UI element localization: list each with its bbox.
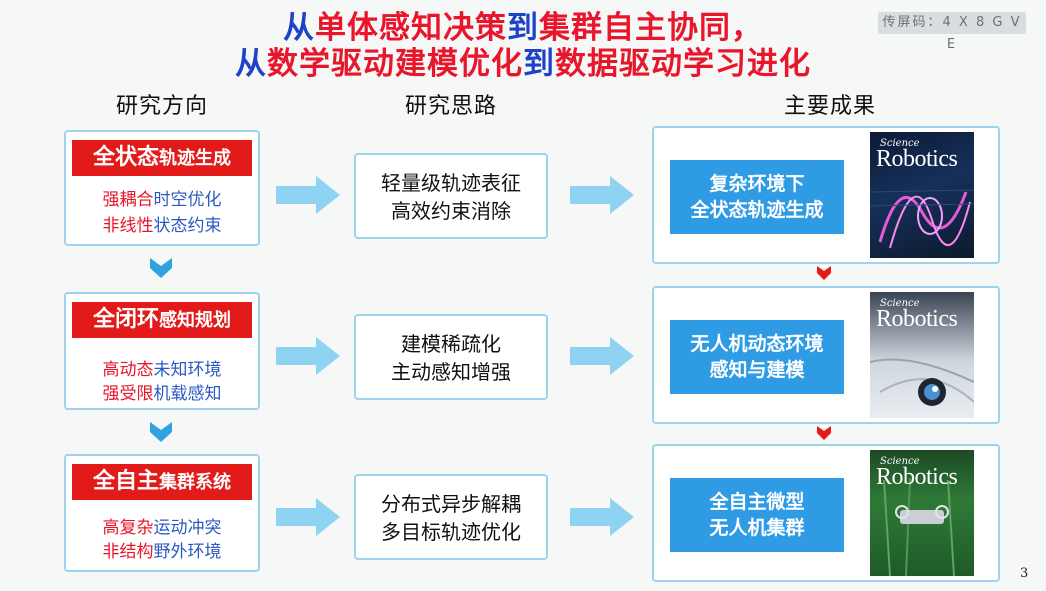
header-weak: 集群系统 [159, 472, 231, 493]
title-segment: 从 [235, 46, 267, 82]
approach-line: 多目标轨迹优化 [381, 520, 521, 544]
chevron-down-icon [817, 266, 831, 280]
cover-journal-small: Science [880, 138, 920, 149]
title-segment: 从 [283, 10, 315, 46]
chevron-down-icon [150, 258, 172, 278]
title-segment: 数学驱动建模优化 [267, 46, 523, 82]
cover-journal-small: Science [880, 456, 920, 467]
keyword: 高复杂 [102, 518, 154, 538]
arrow-right-icon [276, 176, 340, 214]
header-weak: 轨迹生成 [159, 148, 231, 169]
cover-journal-title: Robotics [876, 306, 958, 332]
topic: 状态约束 [153, 216, 222, 236]
direction-box-autonomous: 全自主集群系统 高复杂运动冲突 非结构野外环境 [64, 454, 260, 572]
column-header-approach: 研究思路 [404, 94, 497, 119]
arrow-right-icon [276, 337, 340, 375]
approach-line: 分布式异步解耦 [381, 492, 521, 516]
topic: 时空优化 [153, 190, 222, 210]
page-number: 3 [1020, 566, 1029, 581]
arrow-right-icon [570, 498, 634, 536]
result-line: 全自主微型 [709, 491, 805, 513]
result-box-1: 复杂环境下 全状态轨迹生成 Science Robotics [652, 126, 1000, 264]
result-label: 无人机动态环境 感知与建模 [670, 320, 844, 394]
arrow-right-icon [570, 176, 634, 214]
result-line: 感知与建模 [709, 359, 805, 381]
science-robotics-cover-image: Science Robotics [870, 132, 974, 258]
result-box-3: 全自主微型 无人机集群 Science Robotics [652, 444, 1000, 582]
keyword: 高动态 [102, 360, 154, 380]
chevron-down-icon [150, 422, 172, 442]
arrow-right-icon [570, 337, 634, 375]
direction-header: 全闭环感知规划 [72, 302, 252, 338]
topic: 运动冲突 [153, 518, 222, 538]
column-header-direction: 研究方向 [115, 94, 208, 119]
direction-line-2: 非线性状态约束 [66, 214, 258, 238]
direction-box-full-state: 全状态轨迹生成 强耦合时空优化 非线性状态约束 [64, 130, 260, 246]
result-line: 无人机集群 [709, 517, 805, 539]
topic: 机载感知 [153, 384, 222, 404]
direction-header: 全自主集群系统 [72, 464, 252, 500]
approach-box-1: 轻量级轨迹表征 高效约束消除 [354, 153, 548, 239]
result-line: 全状态轨迹生成 [690, 199, 824, 221]
column-header-results: 主要成果 [783, 94, 876, 119]
direction-line-2: 强受限机载感知 [66, 382, 258, 406]
approach-line: 主动感知增强 [391, 360, 511, 384]
cover-journal-title: Robotics [876, 464, 958, 490]
title-segment: 到 [523, 46, 555, 82]
title-segment: 数据驱动学习进化 [555, 46, 811, 82]
approach-line: 轻量级轨迹表征 [381, 171, 521, 195]
cover-art [870, 189, 974, 249]
cover-journal-title: Robotics [876, 146, 958, 172]
slide-title-line-1: 从单体感知决策到集群自主协同， [0, 8, 1046, 48]
header-strong: 全状态 [92, 145, 159, 170]
approach-box-2: 建模稀疏化 主动感知增强 [354, 314, 548, 400]
header-strong: 全闭环 [92, 307, 159, 332]
slide-title-line-2: 从数学驱动建模优化到数据驱动学习进化 [0, 44, 1046, 84]
direction-box-closed-loop: 全闭环感知规划 高动态未知环境 强受限机载感知 [64, 292, 260, 410]
result-label: 全自主微型 无人机集群 [670, 478, 844, 552]
science-robotics-cover-image: Science Robotics [870, 292, 974, 418]
result-box-2: 无人机动态环境 感知与建模 Science Robotics [652, 286, 1000, 424]
cover-journal-small: Science [880, 298, 920, 309]
topic: 野外环境 [153, 542, 222, 562]
keyword: 非结构 [102, 542, 154, 562]
direction-line-1: 高动态未知环境 [66, 358, 258, 382]
title-segment: 到 [507, 10, 539, 46]
result-line: 无人机动态环境 [690, 333, 824, 355]
title-segment: 集群自主协同， [539, 10, 763, 46]
chevron-down-icon [817, 426, 831, 440]
cover-art [870, 358, 974, 406]
keyword: 强受限 [102, 384, 154, 404]
arrow-right-icon [276, 498, 340, 536]
result-label: 复杂环境下 全状态轨迹生成 [670, 160, 844, 234]
topic: 未知环境 [153, 360, 222, 380]
direction-header: 全状态轨迹生成 [72, 140, 252, 176]
share-code-badge: 传屏码：4 X 8 G V E [878, 12, 1026, 52]
direction-line-1: 高复杂运动冲突 [66, 516, 258, 540]
approach-line: 高效约束消除 [391, 199, 511, 223]
keyword: 强耦合 [102, 190, 154, 210]
approach-box-3: 分布式异步解耦 多目标轨迹优化 [354, 474, 548, 560]
keyword: 非线性 [102, 216, 154, 236]
direction-line-1: 强耦合时空优化 [66, 188, 258, 212]
result-line: 复杂环境下 [709, 173, 805, 195]
title-segment: 单体感知决策 [315, 10, 507, 46]
direction-line-2: 非结构野外环境 [66, 540, 258, 564]
cover-art [883, 477, 955, 576]
science-robotics-cover-image: Science Robotics [870, 450, 974, 576]
approach-line: 建模稀疏化 [401, 332, 501, 356]
header-weak: 感知规划 [159, 310, 231, 331]
header-strong: 全自主 [92, 469, 159, 494]
